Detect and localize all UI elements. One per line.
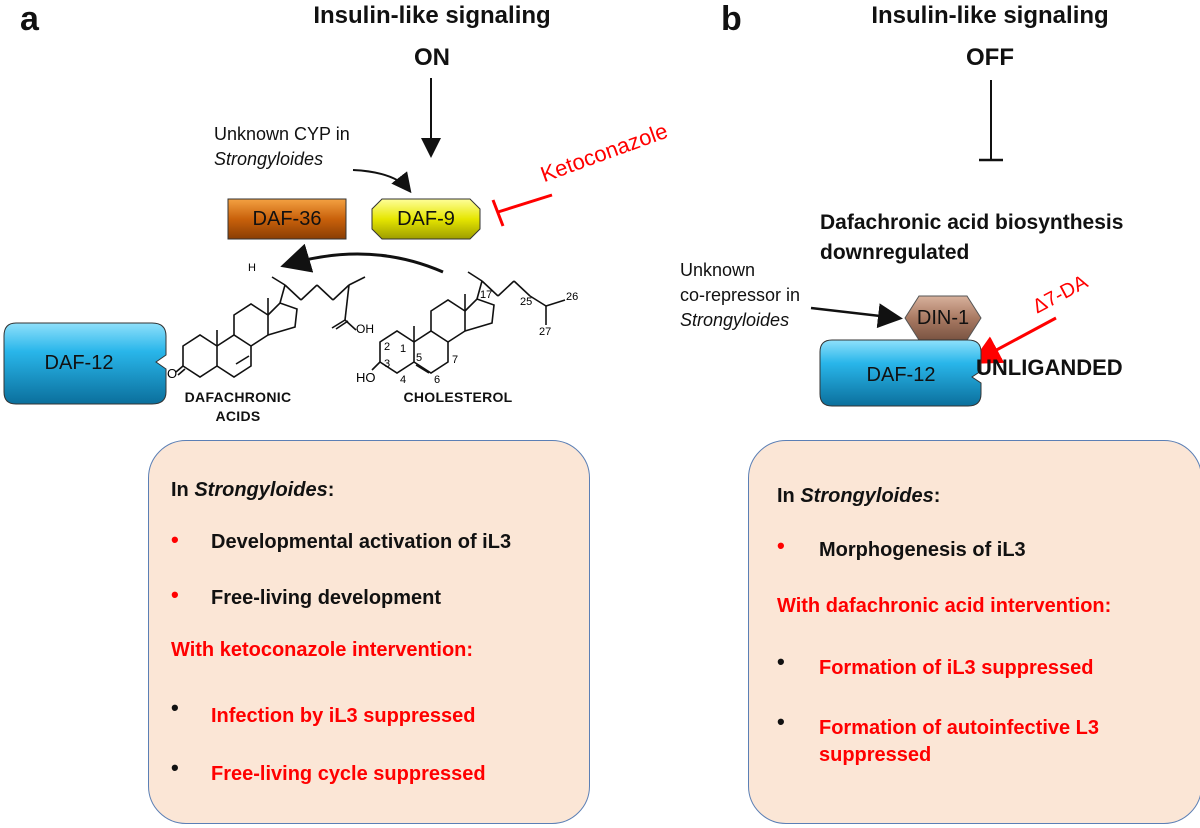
unknown-cyp-label: Unknown CYP in Strongyloides [214, 122, 350, 172]
panel-a-item1: Developmental activation of iL3 [211, 531, 512, 553]
panel-b-intervention: With dafachronic acid intervention: [777, 595, 1112, 617]
panel-b-title-line1: Insulin-like signaling [871, 2, 1109, 29]
panel-a-letter: a [20, 0, 39, 38]
panel-b-item1: Morphogenesis of iL3 [819, 539, 1026, 561]
daf36-shape [227, 198, 347, 240]
bullet-black: • [777, 709, 785, 734]
bullet-red: • [777, 533, 785, 558]
daf12-shape-b [819, 339, 982, 407]
panel-a-title-line2: ON [414, 44, 450, 71]
ho-atom-label: HO [356, 370, 376, 385]
cyp-arrow [352, 169, 412, 194]
bullet-black: • [171, 695, 179, 720]
panel-b-heading-prefix: In [777, 485, 801, 507]
panel-b-title-line2: OFF [966, 44, 1014, 71]
cholesterol-structure [371, 271, 566, 374]
dafachronic-acids-line2: ACIDS [215, 408, 261, 424]
unknown-cyp-line1: Unknown CYP in [214, 124, 350, 144]
biosynthesis-line1: Dafachronic acid biosynthesis [820, 211, 1124, 234]
panel-b-item3-line1: Formation of autoinfective L3 [819, 717, 1100, 739]
panel-b-box-heading: In Strongyloides: [777, 483, 940, 510]
bullet-red: • [171, 527, 179, 552]
panel-a-summary-box: In Strongyloides: • Developmental activa… [148, 440, 590, 824]
daf9-label: DAF-9 [397, 208, 455, 230]
unliganded-label: UNLIGANDED [976, 355, 1123, 380]
ketoconazole-inhibition [491, 193, 553, 227]
panel-b-heading-organism: Strongyloides [800, 485, 934, 507]
bullet-red: • [171, 582, 179, 607]
bullet-black: • [171, 755, 179, 780]
c5-label: 5 [416, 352, 423, 364]
bullet-black: • [777, 649, 785, 674]
panel-a-heading-organism: Strongyloides [194, 479, 328, 501]
corepressor-label: Unknown co-repressor in Strongyloides [680, 258, 800, 333]
panel-b-item3-line2: suppressed [819, 744, 932, 766]
panel-a-item2: Free-living development [211, 587, 442, 609]
panel-b-item3: Formation of autoinfective L3 suppressed [819, 715, 1099, 769]
c4-label: 4 [400, 374, 407, 386]
corepressor-line3: Strongyloides [680, 310, 790, 330]
oh-atom-label: OH [356, 322, 374, 336]
o-atom-label: O [167, 366, 178, 381]
daf12-label-b: DAF-12 [866, 364, 936, 386]
c25-label: 25 [520, 296, 533, 308]
corepressor-arrow [810, 303, 903, 329]
c3-label: 3 [384, 358, 391, 370]
c27-label: 27 [539, 326, 552, 338]
panel-a-intervention: With ketoconazole intervention: [171, 639, 474, 661]
h-atom-label: H [248, 262, 256, 274]
panel-a-item4: Free-living cycle suppressed [211, 763, 486, 785]
dafachronic-acid-structure [175, 276, 366, 378]
panel-a-title-line1: Insulin-like signaling [313, 2, 551, 29]
c6-label: 6 [434, 374, 441, 386]
dafachronic-acids-label: DAFACHRONIC ACIDS [168, 388, 308, 426]
panel-a-heading-prefix: In [171, 479, 195, 501]
panel-a-heading-suffix: : [327, 479, 335, 501]
c17-label: 17 [480, 289, 493, 301]
biosynthesis-arrow [280, 243, 444, 274]
biosynthesis-label: Dafachronic acid biosynthesis downregula… [820, 208, 1123, 268]
daf9-shape [371, 198, 481, 240]
c7-label: 7 [452, 354, 459, 366]
panel-b-item2: Formation of iL3 suppressed [819, 657, 1094, 679]
panel-b-summary-box: In Strongyloides: • Morphogenesis of iL3… [748, 440, 1200, 824]
corepressor-line2: co-repressor in [680, 285, 801, 305]
panel-b-heading-suffix: : [933, 485, 941, 507]
biosynthesis-line2: downregulated [820, 241, 970, 264]
c26-label: 26 [566, 291, 579, 303]
delta7-arrow [970, 316, 1057, 364]
panel-b-letter: b [721, 0, 742, 38]
daf12-label-a: DAF-12 [44, 352, 114, 374]
din1-label: DIN-1 [916, 307, 970, 329]
c2-label: 2 [384, 341, 391, 353]
dafachronic-acids-line1: DAFACHRONIC [184, 389, 292, 405]
panel-a-item3: Infection by iL3 suppressed [211, 705, 476, 727]
panel-a-box-heading: In Strongyloides: [171, 477, 334, 504]
corepressor-line1: Unknown [680, 260, 756, 280]
cholesterol-label: CHOLESTEROL [403, 389, 513, 405]
panel-b-title: Insulin-like signaling OFF [840, 2, 1140, 72]
daf36-label: DAF-36 [252, 208, 322, 230]
unknown-cyp-line2: Strongyloides [214, 149, 324, 169]
daf12-shape-a [3, 322, 167, 405]
panel-a-title: Insulin-like signaling ON [282, 2, 582, 72]
c1-label: 1 [400, 343, 407, 355]
